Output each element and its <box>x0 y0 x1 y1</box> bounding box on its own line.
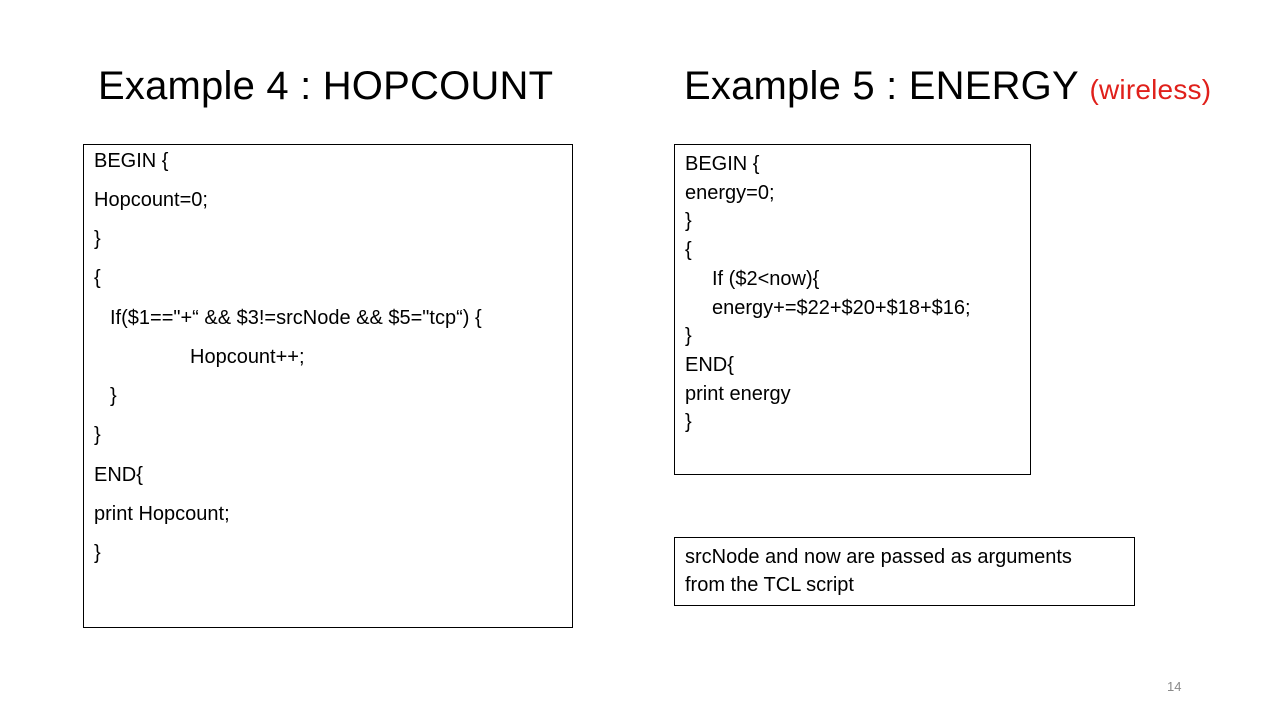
arguments-note-line-1: srcNode and now are passed as arguments <box>685 546 1072 568</box>
energy-code-box: BEGIN { energy=0; } { If ($2<now){ energ… <box>674 144 1031 475</box>
hopcount-code-line-5: If($1=="+“ && $3!=srcNode && $5="tcp“) { <box>110 307 482 329</box>
hopcount-code-line-2: Hopcount=0; <box>94 189 208 211</box>
energy-code-line-8: END{ <box>685 354 734 376</box>
energy-code-line-7: } <box>685 325 692 347</box>
hopcount-code-line-6: Hopcount++; <box>190 346 305 368</box>
title-example-5-text: Example 5 : ENERGY <box>684 64 1079 108</box>
title-wireless-note: (wireless) <box>1089 74 1212 105</box>
title-example-4: Example 4 : HOPCOUNT <box>98 64 553 109</box>
energy-code-line-1: BEGIN { <box>685 153 760 175</box>
page-number: 14 <box>1167 679 1182 694</box>
energy-code-line-6: energy+=$22+$20+$18+$16; <box>712 297 971 319</box>
hopcount-code-line-8: } <box>94 424 101 446</box>
title-example-4-text: Example 4 : HOPCOUNT <box>98 64 554 108</box>
energy-code-line-4: { <box>685 239 692 261</box>
hopcount-code-line-1: BEGIN { <box>94 150 169 172</box>
energy-code-line-3: } <box>685 210 692 232</box>
energy-code-line-2: energy=0; <box>685 182 775 204</box>
energy-code-line-9: print energy <box>685 383 791 405</box>
hopcount-code-line-10: print Hopcount; <box>94 503 230 525</box>
arguments-note-box: srcNode and now are passed as arguments … <box>674 537 1135 606</box>
title-example-5: Example 5 : ENERGY (wireless) <box>684 64 1211 109</box>
hopcount-code-line-11: } <box>94 542 101 564</box>
arguments-note-line-2: from the TCL script <box>685 574 854 596</box>
hopcount-code-line-4: { <box>94 267 101 289</box>
hopcount-code-line-7: } <box>110 385 117 407</box>
energy-code-line-10: } <box>685 411 692 433</box>
hopcount-code-line-9: END{ <box>94 464 143 486</box>
hopcount-code-box: BEGIN { Hopcount=0; } { If($1=="+“ && $3… <box>83 144 573 628</box>
energy-code-line-5: If ($2<now){ <box>712 268 820 290</box>
hopcount-code-line-3: } <box>94 228 101 250</box>
